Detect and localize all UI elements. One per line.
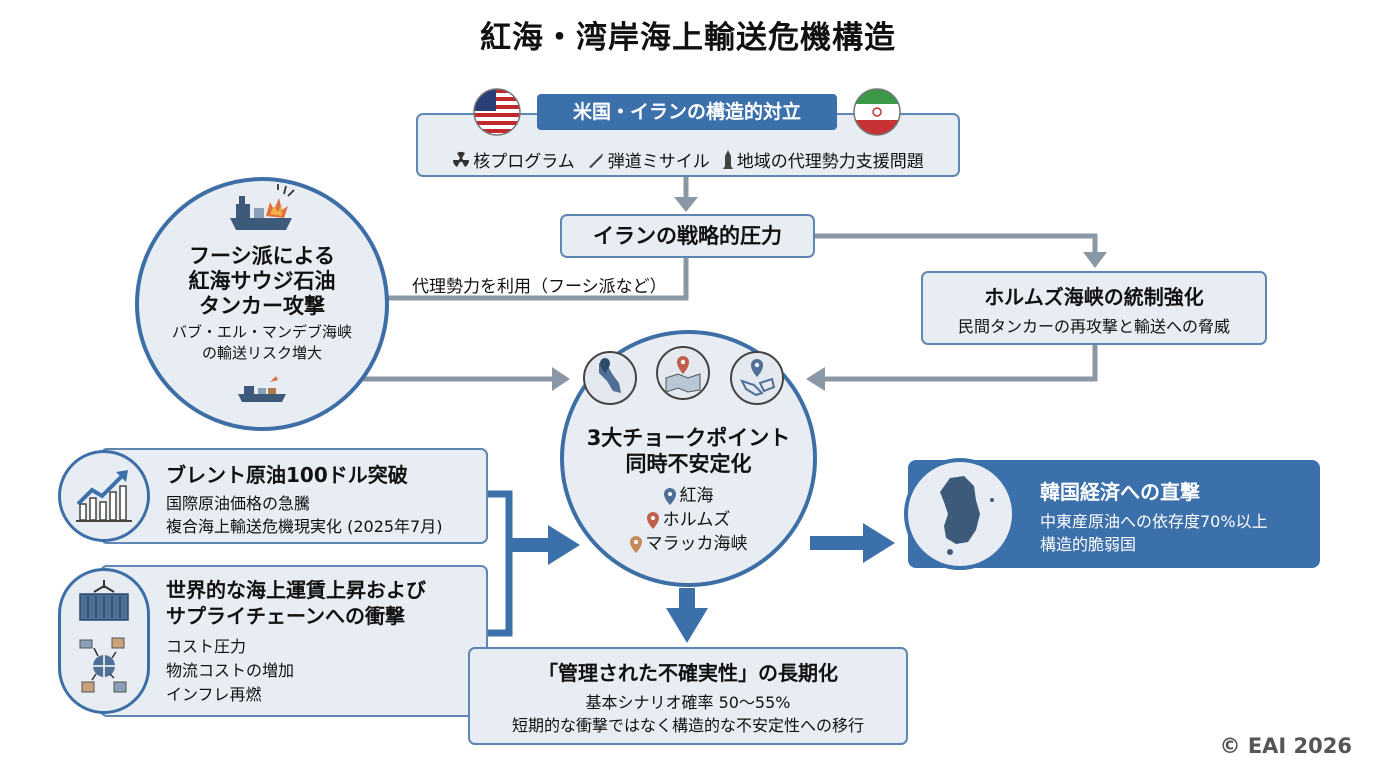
tanker-attack-icon [230,184,295,230]
korea-line: 構造的脆弱国 [1040,535,1137,554]
arrow-chokepoint-to-uncertainty [666,588,708,643]
map-pin-icon [665,356,701,393]
red-pin-icon [646,511,659,529]
us-flag-icon [473,88,521,136]
issue-proxy: 地域の代理勢力支援問題 [722,147,924,172]
freight-line: コスト圧力 [166,637,247,656]
houthi-subtitle: バブ・エル・マンデブ海峡 の輸送リスク増大 [135,322,389,364]
chokepoint-item: 紅海 [560,484,817,508]
chokepoint-list: 紅海 ホルムズ マラッカ海峡 [560,484,817,556]
logistics-icon-pill [58,568,150,714]
chokepoint-title: 3大チョークポイント 同時不安定化 [560,425,817,477]
rising-chart-icon [76,470,132,522]
korea-map-icon [940,476,994,555]
houthi-title-line: フーシ派による [189,244,335,268]
houthi-title-line: タンカー攻撃 [199,294,325,318]
proxy-label: 代理勢力を利用（フーシ派など） [412,277,667,297]
hormuz-map-icon [656,346,710,400]
arrow-brent-freight-to-chokepoint [488,490,580,637]
map-shape-icon [599,358,621,393]
freight-title-line: 世界的な海上運賃上昇および [166,578,426,602]
chokepoint-title-line: 3大チョークポイント [586,426,791,450]
hormuz-title: ホルムズ海峡の統制強化 [984,285,1204,309]
blue-pin-icon [663,487,676,505]
houthi-title: フーシ派による 紅海サウジ石油 タンカー攻撃 [135,244,389,319]
chokepoint-label: マラッカ海峡 [645,534,748,554]
arrow-pressure-to-hormuz [815,233,1107,268]
uncertainty-box: 「管理された不確実性」の長期化 基本シナリオ確率 50～55% 短期的な衝撃では… [468,647,908,745]
brent-box: ブレント原油100ドル突破 国際原油価格の急騰 複合海上輸送危機現実化 (202… [100,448,488,544]
freight-title-line: サプライチェーンへの衝撃 [166,604,405,628]
brent-title: ブレント原油100ドル突破 [166,463,408,487]
arrow-chokepoint-to-korea [810,523,895,563]
chokepoint-item: マラッカ海峡 [560,532,817,556]
logistics-icon [79,580,129,693]
hormuz-subtitle: 民間タンカーの再攻撃と輸送への脅威 [957,317,1230,336]
issue-row: 核プログラム 弾道ミサイル 地域の代理勢力支援問題 [418,147,958,172]
issue-nuclear: 核プログラム [452,147,575,172]
arrow-houthi-to-chokepoint [352,367,570,391]
issue-label: 核プログラム [473,152,575,172]
page-title: 紅海・湾岸海上輸送危機構造 [480,20,896,56]
map-pin-icon [740,359,776,397]
radiation-icon [453,151,470,167]
iran-pressure-box: イランの戦略的圧力 [560,214,815,258]
hormuz-box: ホルムズ海峡の統制強化 民間タンカーの再攻撃と輸送への脅威 [921,271,1267,345]
chokepoint-item: ホルムズ [560,508,817,532]
freight-line: 物流コストの増加 [166,661,295,680]
chokepoint-title-line: 同時不安定化 [625,452,752,476]
chokepoint-label: ホルムズ [662,510,731,530]
brent-lines: 国際原油価格の急騰 複合海上輸送危機現実化 (2025年7月) [166,492,442,538]
brent-line: 国際原油価格の急騰 [166,494,311,513]
houthi-sub-line: の輸送リスク増大 [201,344,322,362]
uncertainty-line: 基本シナリオ確率 50～55% [585,693,791,712]
houthi-title-line: 紅海サウジ石油 [188,269,336,293]
red-sea-map-icon [583,351,637,405]
freight-box: 世界的な海上運賃上昇および サプライチェーンへの衝撃 コスト圧力 物流コストの増… [100,565,488,717]
uncertainty-lines: 基本シナリオ確率 50～55% 短期的な衝撃ではなく構造的な不安定性への移行 [470,691,906,737]
houthi-sub-line: バブ・エル・マンデブ海峡 [171,323,352,341]
korea-line: 中東産原油への依存度70%以上 [1040,512,1268,531]
issue-label: 地域の代理勢力支援問題 [736,152,924,172]
uncertainty-title: 「管理された不確実性」の長期化 [538,661,838,685]
korea-title: 韓国経済への直撃 [1040,480,1200,504]
freight-title: 世界的な海上運賃上昇および サプライチェーンへの衝撃 [166,577,426,629]
freight-line: インフレ再燃 [166,685,262,704]
missile-icon [588,152,603,168]
chokepoint-label: 紅海 [679,486,714,506]
us-iran-label: 米国・イランの構造的対立 [537,94,837,130]
ship-icon [238,376,286,402]
copyright: © EAI 2026 [1219,734,1352,758]
arrow-hormuz-to-chokepoint [806,345,1098,391]
arrow-us-iran-to-pressure [674,177,698,212]
issue-missile: 弾道ミサイル [587,147,710,172]
iran-flag-icon [853,88,901,136]
freight-lines: コスト圧力 物流コストの増加 インフレ再燃 [166,635,294,707]
issue-label: 弾道ミサイル [607,152,710,172]
uncertainty-line: 短期的な衝撃ではなく構造的な不安定性への移行 [511,716,864,735]
rocket-icon [722,149,733,169]
korea-lines: 中東産原油への依存度70%以上 構造的脆弱国 [1040,510,1268,556]
malacca-map-icon [730,351,784,405]
brent-line: 複合海上輸送危機現実化 (2025年7月) [166,517,443,536]
orange-pin-icon [629,535,642,553]
